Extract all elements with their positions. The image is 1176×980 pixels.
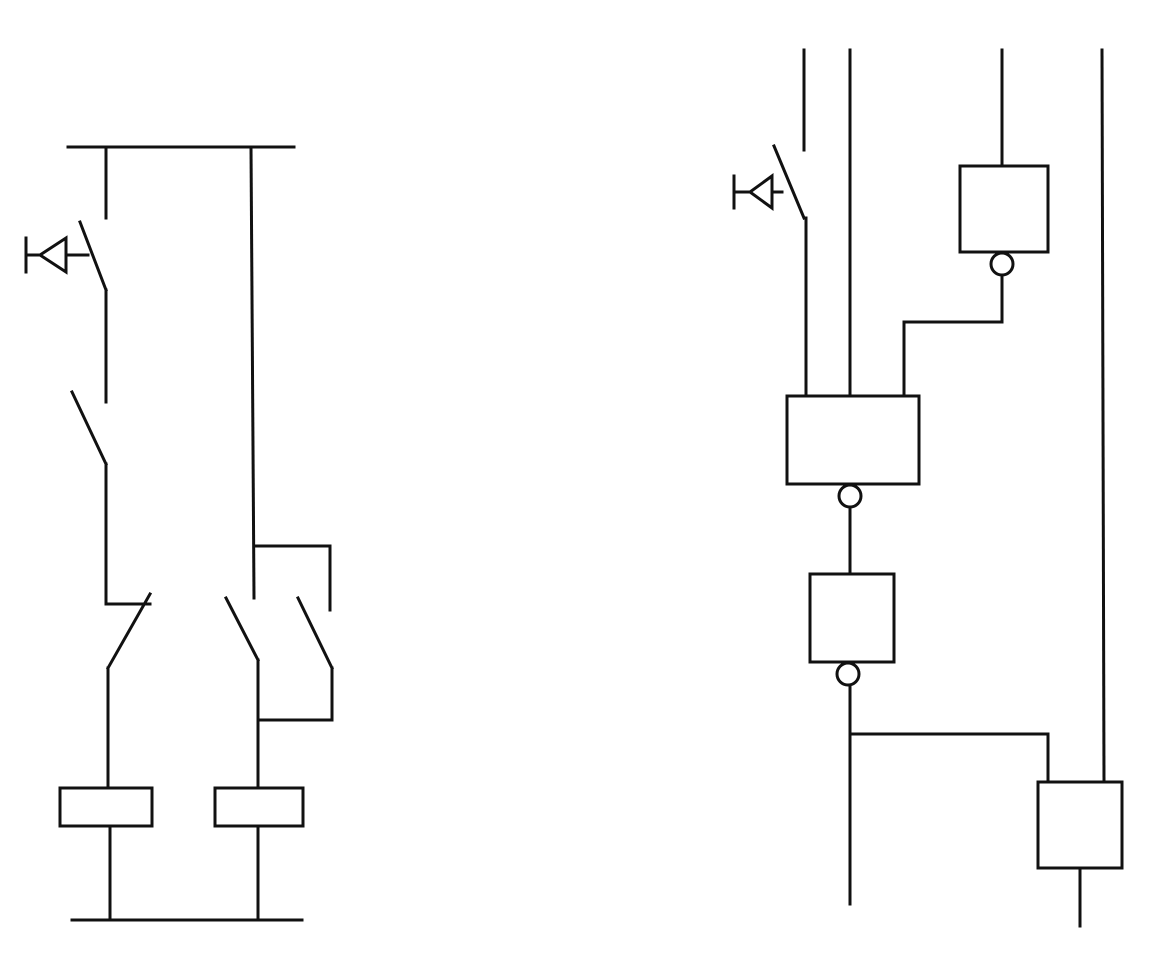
push-button-triangle bbox=[37, 235, 68, 275]
main-contact-blade bbox=[223, 595, 261, 663]
holding-contact-blade bbox=[295, 595, 335, 671]
left-branch-wire-low bbox=[104, 462, 152, 606]
gate-top-right bbox=[958, 164, 1050, 254]
holding-loop-top bbox=[252, 544, 332, 612]
gate-middle-wide-inverter-bubble bbox=[837, 483, 863, 509]
coil-right bbox=[213, 786, 305, 828]
right-branch-wire-top bbox=[249, 145, 256, 600]
push-button-blade bbox=[78, 220, 108, 292]
push-button-switch-left bbox=[24, 220, 108, 292]
gate-bottom-right bbox=[1036, 780, 1124, 870]
gate-top-right-output-wire bbox=[902, 273, 1004, 398]
gate-middle-small bbox=[808, 572, 896, 664]
coil-left bbox=[58, 786, 154, 828]
push-button-triangle bbox=[747, 173, 774, 211]
holding-loop-bottom bbox=[256, 666, 334, 722]
logic-gate-circuit bbox=[732, 48, 1124, 928]
no-contact-blade bbox=[70, 390, 108, 466]
gate-middle-small-inverter-bubble bbox=[835, 661, 861, 687]
input-line-4 bbox=[1100, 48, 1106, 784]
gate-middle-wide bbox=[785, 394, 921, 486]
nc-contact-blade bbox=[105, 591, 153, 671]
relay-contact-circuit bbox=[24, 145, 335, 922]
branch-to-gate-bottom-right bbox=[848, 732, 1050, 784]
gate-top-right-inverter-bubble bbox=[989, 251, 1015, 277]
push-button-blade bbox=[772, 144, 806, 220]
push-button-switch-right bbox=[732, 144, 806, 220]
